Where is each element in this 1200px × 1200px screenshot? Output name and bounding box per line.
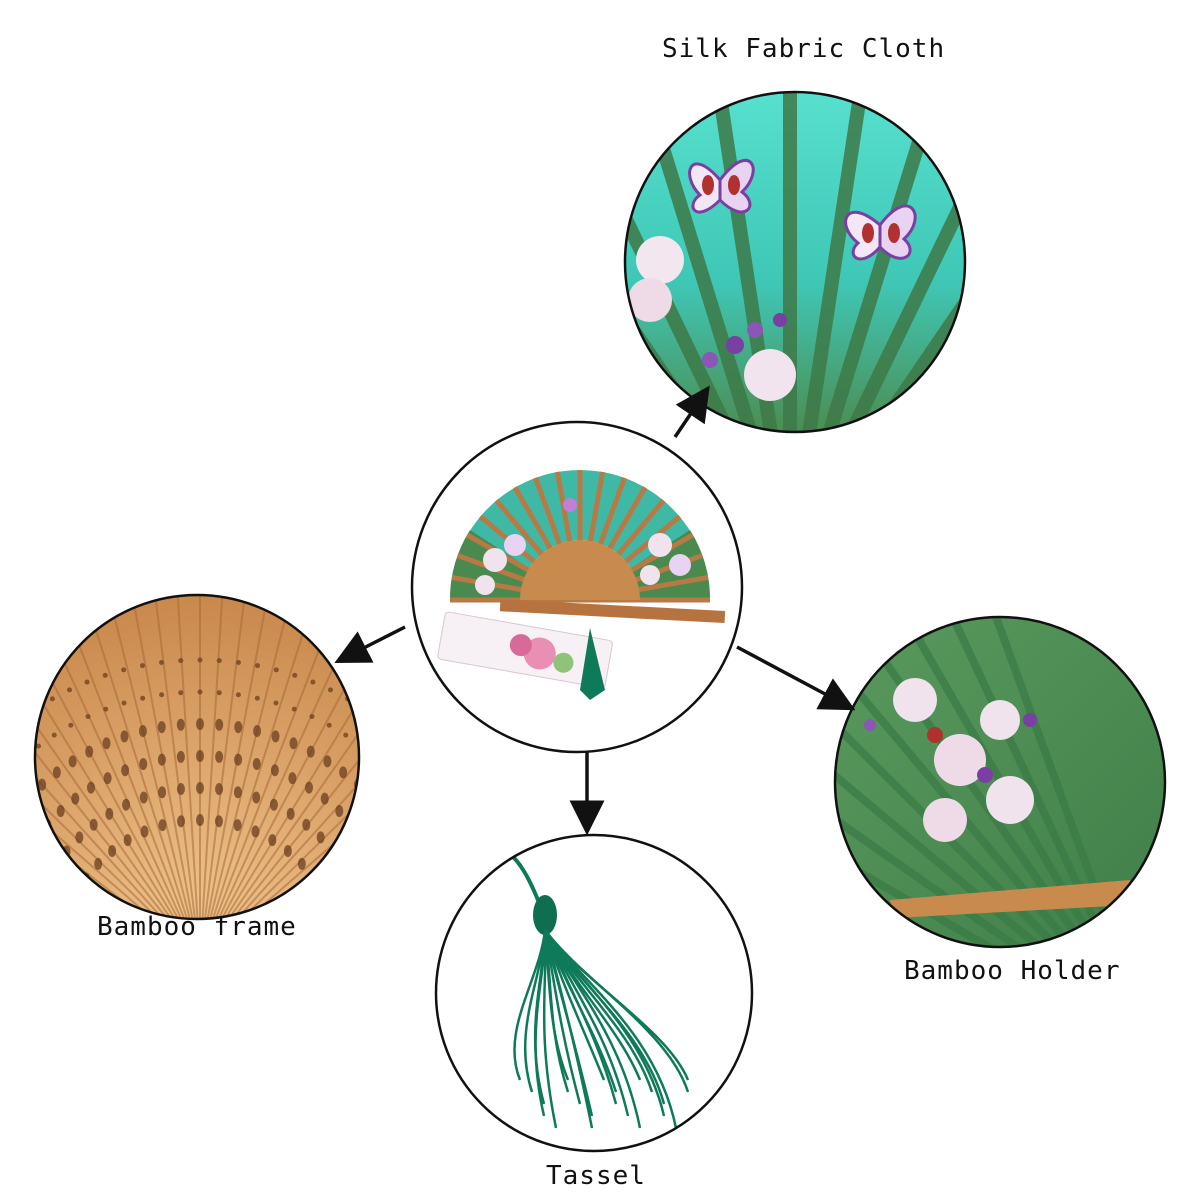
butterfly-illustration	[688, 158, 755, 214]
fan-flowers	[475, 498, 691, 595]
fan-pouch	[437, 611, 613, 689]
label-silk-fabric-cloth: Silk Fabric Cloth	[662, 34, 946, 64]
arrow-to-holder	[736, 645, 856, 711]
folding-fan-product	[410, 420, 744, 754]
label-bamboo-holder: Bamboo Holder	[904, 956, 1121, 986]
tassel-detail	[434, 833, 754, 1153]
bamboo-holder-detail	[833, 615, 1167, 949]
label-tassel: Tassel	[546, 1161, 646, 1191]
arrow-to-silk	[673, 385, 710, 438]
label-bamboo-frame: Bamboo frame	[97, 912, 297, 942]
fan-tassel-small	[580, 628, 605, 700]
arrow-to-frame	[334, 625, 406, 663]
orchid-flowers	[628, 236, 796, 401]
butterfly-illustration-2	[844, 204, 917, 261]
holder-orchids	[864, 678, 1037, 842]
